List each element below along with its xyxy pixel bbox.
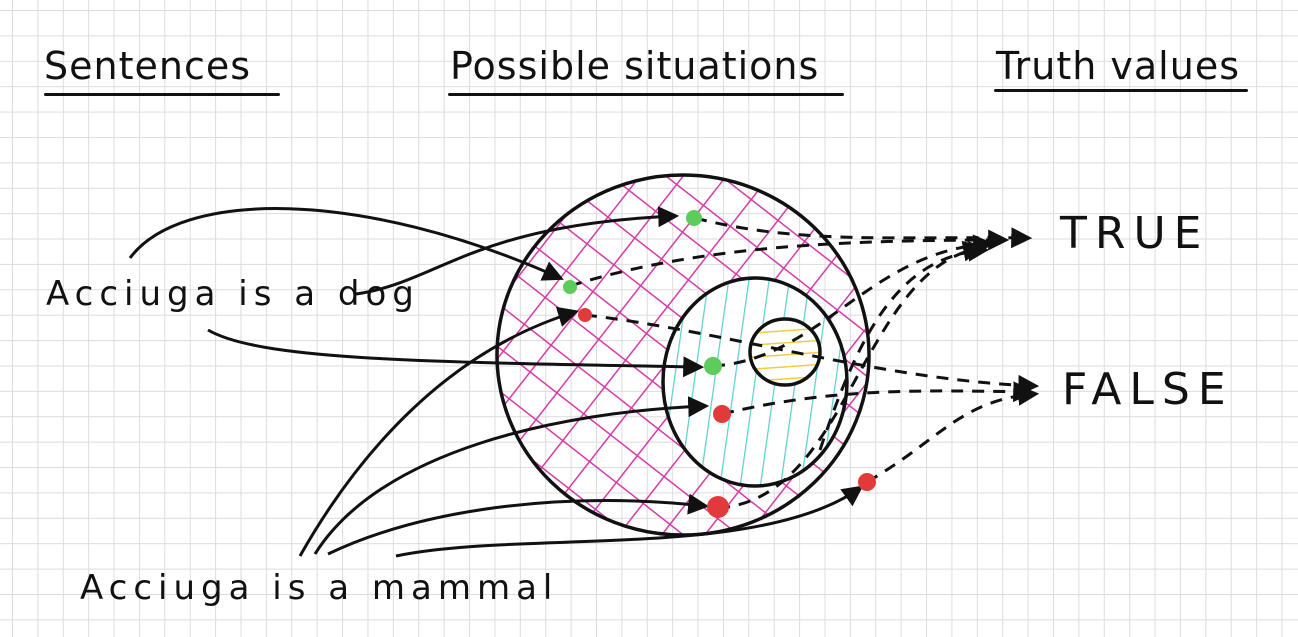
situation-dot-red-outside xyxy=(858,473,876,491)
situation-dot-green-left xyxy=(563,280,577,294)
heading-situations: Possible situations xyxy=(450,44,820,88)
heading-sentences-underline xyxy=(44,93,280,96)
dash-top-true xyxy=(694,216,1033,249)
heading-situations-underline xyxy=(448,93,844,96)
mammal-arrow-3 xyxy=(327,493,710,556)
dog-arrow-lower xyxy=(207,328,705,378)
heading-truth-values-underline xyxy=(994,89,1248,92)
dash-red2-false xyxy=(721,381,1035,416)
sentence-mammal-label: Acciuga is a mammal xyxy=(80,568,559,608)
situation-dot-red-left xyxy=(578,308,592,322)
situation-dot-green-middle xyxy=(704,357,722,375)
mammal-arrow-1 xyxy=(298,306,580,557)
dash-red3-true xyxy=(717,240,985,510)
sentence-dog-label: Acciuga is a dog xyxy=(46,274,420,314)
heading-truth-values: Truth values xyxy=(996,44,1240,88)
mammal-arrow-2 xyxy=(313,396,710,555)
truth-true-label: TRUE xyxy=(1060,208,1210,259)
dash-extra-true xyxy=(818,240,990,451)
situation-dot-red-bottom xyxy=(707,496,729,518)
dash-green1-true xyxy=(569,229,1010,288)
mammal-arrow-4 xyxy=(395,485,864,558)
dash-red4-false xyxy=(866,384,1040,484)
truth-false-label: FALSE xyxy=(1062,364,1234,415)
situation-dot-green-top xyxy=(686,210,702,226)
middle-region-hatch xyxy=(661,276,849,488)
dash-red1-false xyxy=(584,313,1040,396)
dash-green2-true xyxy=(712,234,995,368)
situation-dot-red-middle xyxy=(713,405,731,423)
dog-arrow-top xyxy=(355,206,680,296)
inner-region-hatch xyxy=(748,317,822,387)
heading-sentences: Sentences xyxy=(44,44,252,88)
dog-arrow-upper xyxy=(128,207,564,281)
